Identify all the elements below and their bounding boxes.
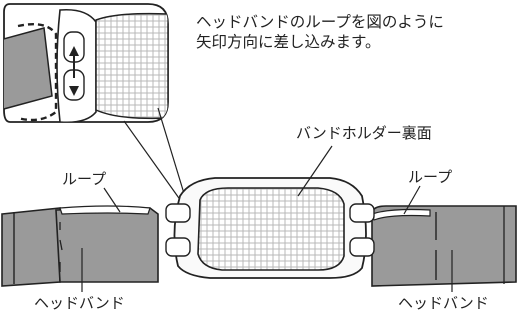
holder-slot-left-lower xyxy=(165,237,191,257)
arrow-down-icon xyxy=(69,86,79,96)
leader-loop-left xyxy=(103,187,121,213)
holder-slot-right-upper xyxy=(349,203,375,223)
label-headband-right: ヘッドバンド xyxy=(398,294,489,312)
inset-loop-dashed xyxy=(17,23,58,122)
inset-holder-edge xyxy=(56,8,97,122)
inset-band xyxy=(4,27,53,111)
arrow-up-icon xyxy=(69,46,79,56)
holder-slot-right-lower xyxy=(349,237,375,257)
inset-detail xyxy=(3,3,169,123)
callout-line-2 xyxy=(123,120,187,209)
instruction-line-1: ヘッドバンドのループを図のように xyxy=(196,13,444,31)
label-headband-left: ヘッドバンド xyxy=(34,294,125,312)
label-loop-left: ループ xyxy=(62,170,107,188)
inset-mesh-panel xyxy=(95,12,168,120)
leader-holder-back xyxy=(297,145,333,197)
holder-slot-left-upper xyxy=(165,203,191,223)
instruction-text: ヘッドバンドのループを図のように 矢印方向に差し込みます。 xyxy=(196,12,444,52)
band-holder xyxy=(165,177,375,279)
label-holder-back: バンドホルダー裏面 xyxy=(296,124,432,142)
callout-line-1 xyxy=(157,107,187,201)
instruction-line-2: 矢印方向に差し込みます。 xyxy=(196,33,381,51)
right-headband xyxy=(371,205,517,287)
label-loop-right: ループ xyxy=(408,168,453,186)
holder-mesh-panel xyxy=(197,187,345,271)
leader-loop-right xyxy=(403,185,421,215)
left-headband xyxy=(1,205,159,287)
